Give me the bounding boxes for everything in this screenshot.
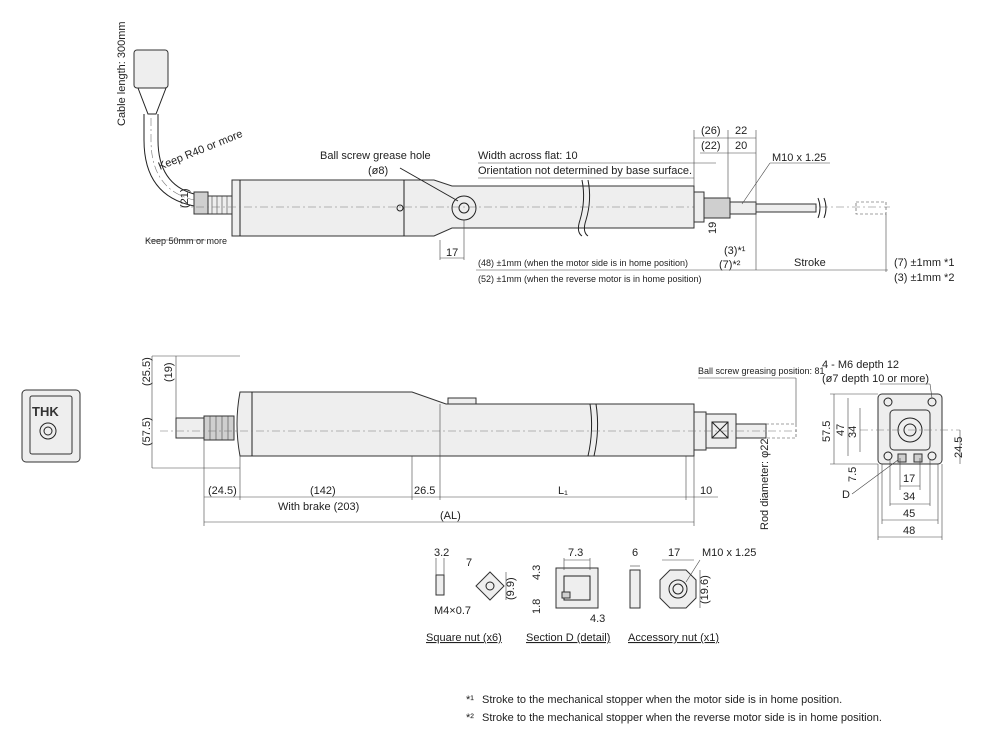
- grease-dia-label: (ø8): [368, 165, 388, 177]
- orientation-label: Orientation not determined by base surfa…: [478, 165, 692, 177]
- dim-3-pm: (3) ±1mm *2: [894, 272, 954, 284]
- sd-43a: 4.3: [531, 565, 543, 580]
- square-nut-side: [435, 574, 445, 596]
- dim-47-end: 47: [835, 424, 847, 436]
- home-48: (48) ±1mm (when the motor side is in hom…: [478, 258, 688, 268]
- dim-34-end-v: 34: [847, 426, 859, 438]
- greasing-position: Ball screw greasing position: 81: [698, 366, 825, 376]
- keep-r40-label: Keep R40 or more: [157, 128, 245, 173]
- dim-17-top: 17: [446, 247, 458, 259]
- thk-logo: THK: [32, 404, 59, 419]
- thread-top: M10 x 1.25: [772, 152, 826, 164]
- actuator-body-front: [236, 391, 695, 457]
- with-brake: With brake (203): [278, 501, 359, 513]
- grease-hole-label: Ball screw grease hole: [320, 150, 431, 162]
- sq-99: (9.9): [505, 577, 517, 600]
- note2-mark: *²: [466, 712, 474, 724]
- accessory-nut-caption: Accessory nut (x1): [628, 632, 719, 644]
- end-view-right: 4 - M6 depth 12 (ø7 depth 10 or more) 57…: [821, 359, 965, 540]
- sd-18: 1.8: [531, 599, 543, 614]
- square-nut-detail: 3.2 7 (9.9) M4×0.7 Square nut (x6): [426, 547, 517, 644]
- note1: Stroke to the mechanical stopper when th…: [482, 694, 842, 706]
- dim-l1: L₁: [558, 485, 568, 497]
- top-view: Cable length: 300mm Keep R40 or more (21…: [116, 21, 954, 284]
- front-view: (25.5) (19) (57.5) Ball screw greasing p…: [141, 355, 825, 530]
- dim-22b: (22): [701, 140, 721, 152]
- dim-34-end: 34: [903, 491, 915, 503]
- rod-end-top: [729, 201, 757, 215]
- dim-21: (21): [179, 188, 191, 208]
- dim-26: (26): [701, 125, 721, 137]
- accessory-nut-front: [659, 569, 697, 609]
- end-view-left: THK: [21, 389, 81, 463]
- dim-7-pm: (7) ±1mm *1: [894, 257, 954, 269]
- cable-length-label: Cable length: 300mm: [116, 21, 128, 126]
- dim-245-end: 24.5: [953, 437, 965, 458]
- accessory-nut-side: [629, 569, 641, 609]
- mounting-holes-sub: (ø7 depth 10 or more): [822, 373, 929, 385]
- dim-575-end: 57.5: [821, 421, 833, 442]
- dim-48-end: 48: [903, 525, 915, 537]
- mounting-holes: 4 - M6 depth 12: [822, 359, 899, 371]
- note1-mark: *¹: [466, 694, 474, 706]
- dim-575-front: (57.5): [141, 417, 153, 446]
- label-d: D: [842, 489, 850, 501]
- an-6: 6: [632, 547, 638, 559]
- home-52: (52) ±1mm (when the reverse motor is in …: [478, 274, 702, 284]
- dim-19-front: (19): [163, 362, 175, 382]
- square-nut-front: [475, 571, 505, 601]
- dim-17-end: 17: [903, 473, 915, 485]
- footnotes: *¹ Stroke to the mechanical stopper when…: [466, 694, 882, 724]
- actuator-body-top: [231, 179, 695, 237]
- section-d-detail: 7.3 4.3 1.8 4.3 Section D (detail): [526, 547, 610, 644]
- cable-gland: [193, 191, 209, 215]
- dim-75-end: 7.5: [847, 467, 859, 482]
- note2: Stroke to the mechanical stopper when th…: [482, 712, 882, 724]
- an-17: 17: [668, 547, 680, 559]
- sq-32: 3.2: [434, 547, 449, 559]
- cable: [143, 114, 195, 207]
- section-d-caption: Section D (detail): [526, 632, 610, 644]
- dim-22a: 22: [735, 125, 747, 137]
- dim-245-front: (24.5): [208, 485, 237, 497]
- keep-50-label: Keep 50mm or more: [145, 236, 227, 246]
- dim-45-end: 45: [903, 508, 915, 520]
- dim-3-note1: (3)*¹: [724, 245, 746, 257]
- dim-20: 20: [735, 140, 747, 152]
- cable-connector: [133, 49, 169, 89]
- dim-142: (142): [310, 485, 336, 497]
- accessory-nut-detail: 6 17 M10 x 1.25 (19.6) Accessory nut (x1…: [628, 547, 756, 644]
- rod-diameter: Rod diameter: φ22: [759, 438, 771, 530]
- dim-255-front: (25.5): [141, 357, 153, 386]
- dim-19-top: 19: [707, 222, 719, 234]
- stroke-label: Stroke: [794, 257, 826, 269]
- dim-7-note2: (7)*²: [719, 259, 741, 271]
- dim-10: 10: [700, 485, 712, 497]
- cable-gland-front: [203, 415, 235, 441]
- sq-7: 7: [466, 557, 472, 569]
- square-nut-caption: Square nut (x6): [426, 632, 502, 644]
- dim-265: 26.5: [414, 485, 435, 497]
- width-flat-label: Width across flat: 10: [478, 150, 578, 162]
- sd-43b: 4.3: [590, 613, 605, 625]
- an-196: (19.6): [699, 575, 711, 604]
- dim-al: (AL): [440, 510, 461, 522]
- an-thread: M10 x 1.25: [702, 547, 756, 559]
- sd-73: 7.3: [568, 547, 583, 559]
- sq-m4: M4×0.7: [434, 605, 471, 617]
